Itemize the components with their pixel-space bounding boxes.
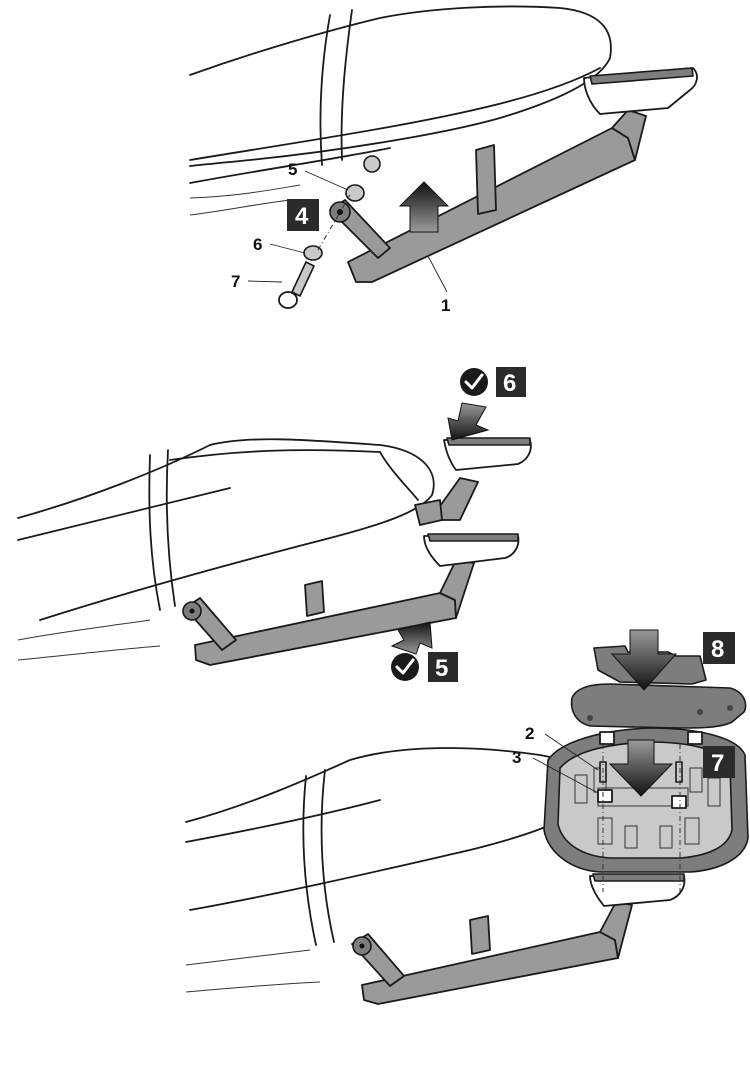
step-number-5: 5	[435, 655, 448, 682]
step-badge-8: 8	[703, 632, 735, 664]
hardware-parts	[278, 155, 381, 309]
label-part-2: 2	[525, 724, 534, 743]
step-number-6: 6	[503, 370, 516, 397]
label-part-6: 6	[253, 235, 262, 254]
step-badge-5: 5	[428, 652, 458, 682]
step5-arrow-up-icon	[390, 621, 433, 655]
panel-steps-7-8: 8 7 2 3	[185, 629, 749, 1005]
leaders-panel-1	[247, 170, 448, 293]
check-circle-icon-6	[460, 368, 488, 396]
base-plate	[543, 727, 749, 892]
step-badge-7: 7	[703, 746, 735, 778]
step-number-4: 4	[295, 203, 309, 230]
step8-arrow-down-icon	[610, 629, 678, 691]
step-number-8: 8	[711, 636, 724, 663]
leaders-panel-3	[532, 733, 599, 794]
step-badge-6: 6	[496, 367, 526, 397]
label-part-3: 3	[512, 748, 521, 767]
motorcycle-seat-2	[17, 438, 435, 661]
step7-arrow-down-icon	[608, 739, 674, 797]
rear-rack-3	[351, 873, 686, 1005]
step-badge-4: 4	[287, 199, 319, 231]
rear-rack	[329, 67, 698, 283]
label-part-7: 7	[231, 272, 240, 291]
step-number-7: 7	[711, 750, 724, 777]
panel-step-4: 5 6 7 1 4	[189, 5, 698, 315]
check-circle-icon-5	[391, 653, 419, 681]
rear-rack-2	[182, 437, 532, 666]
label-part-1: 1	[441, 296, 450, 315]
step4-arrow-up-icon	[398, 181, 450, 233]
label-part-5: 5	[288, 160, 297, 179]
motorcycle-seat	[189, 5, 612, 216]
panel-steps-5-6: 6 5	[17, 367, 532, 682]
step6-arrow-down-icon	[447, 402, 490, 441]
